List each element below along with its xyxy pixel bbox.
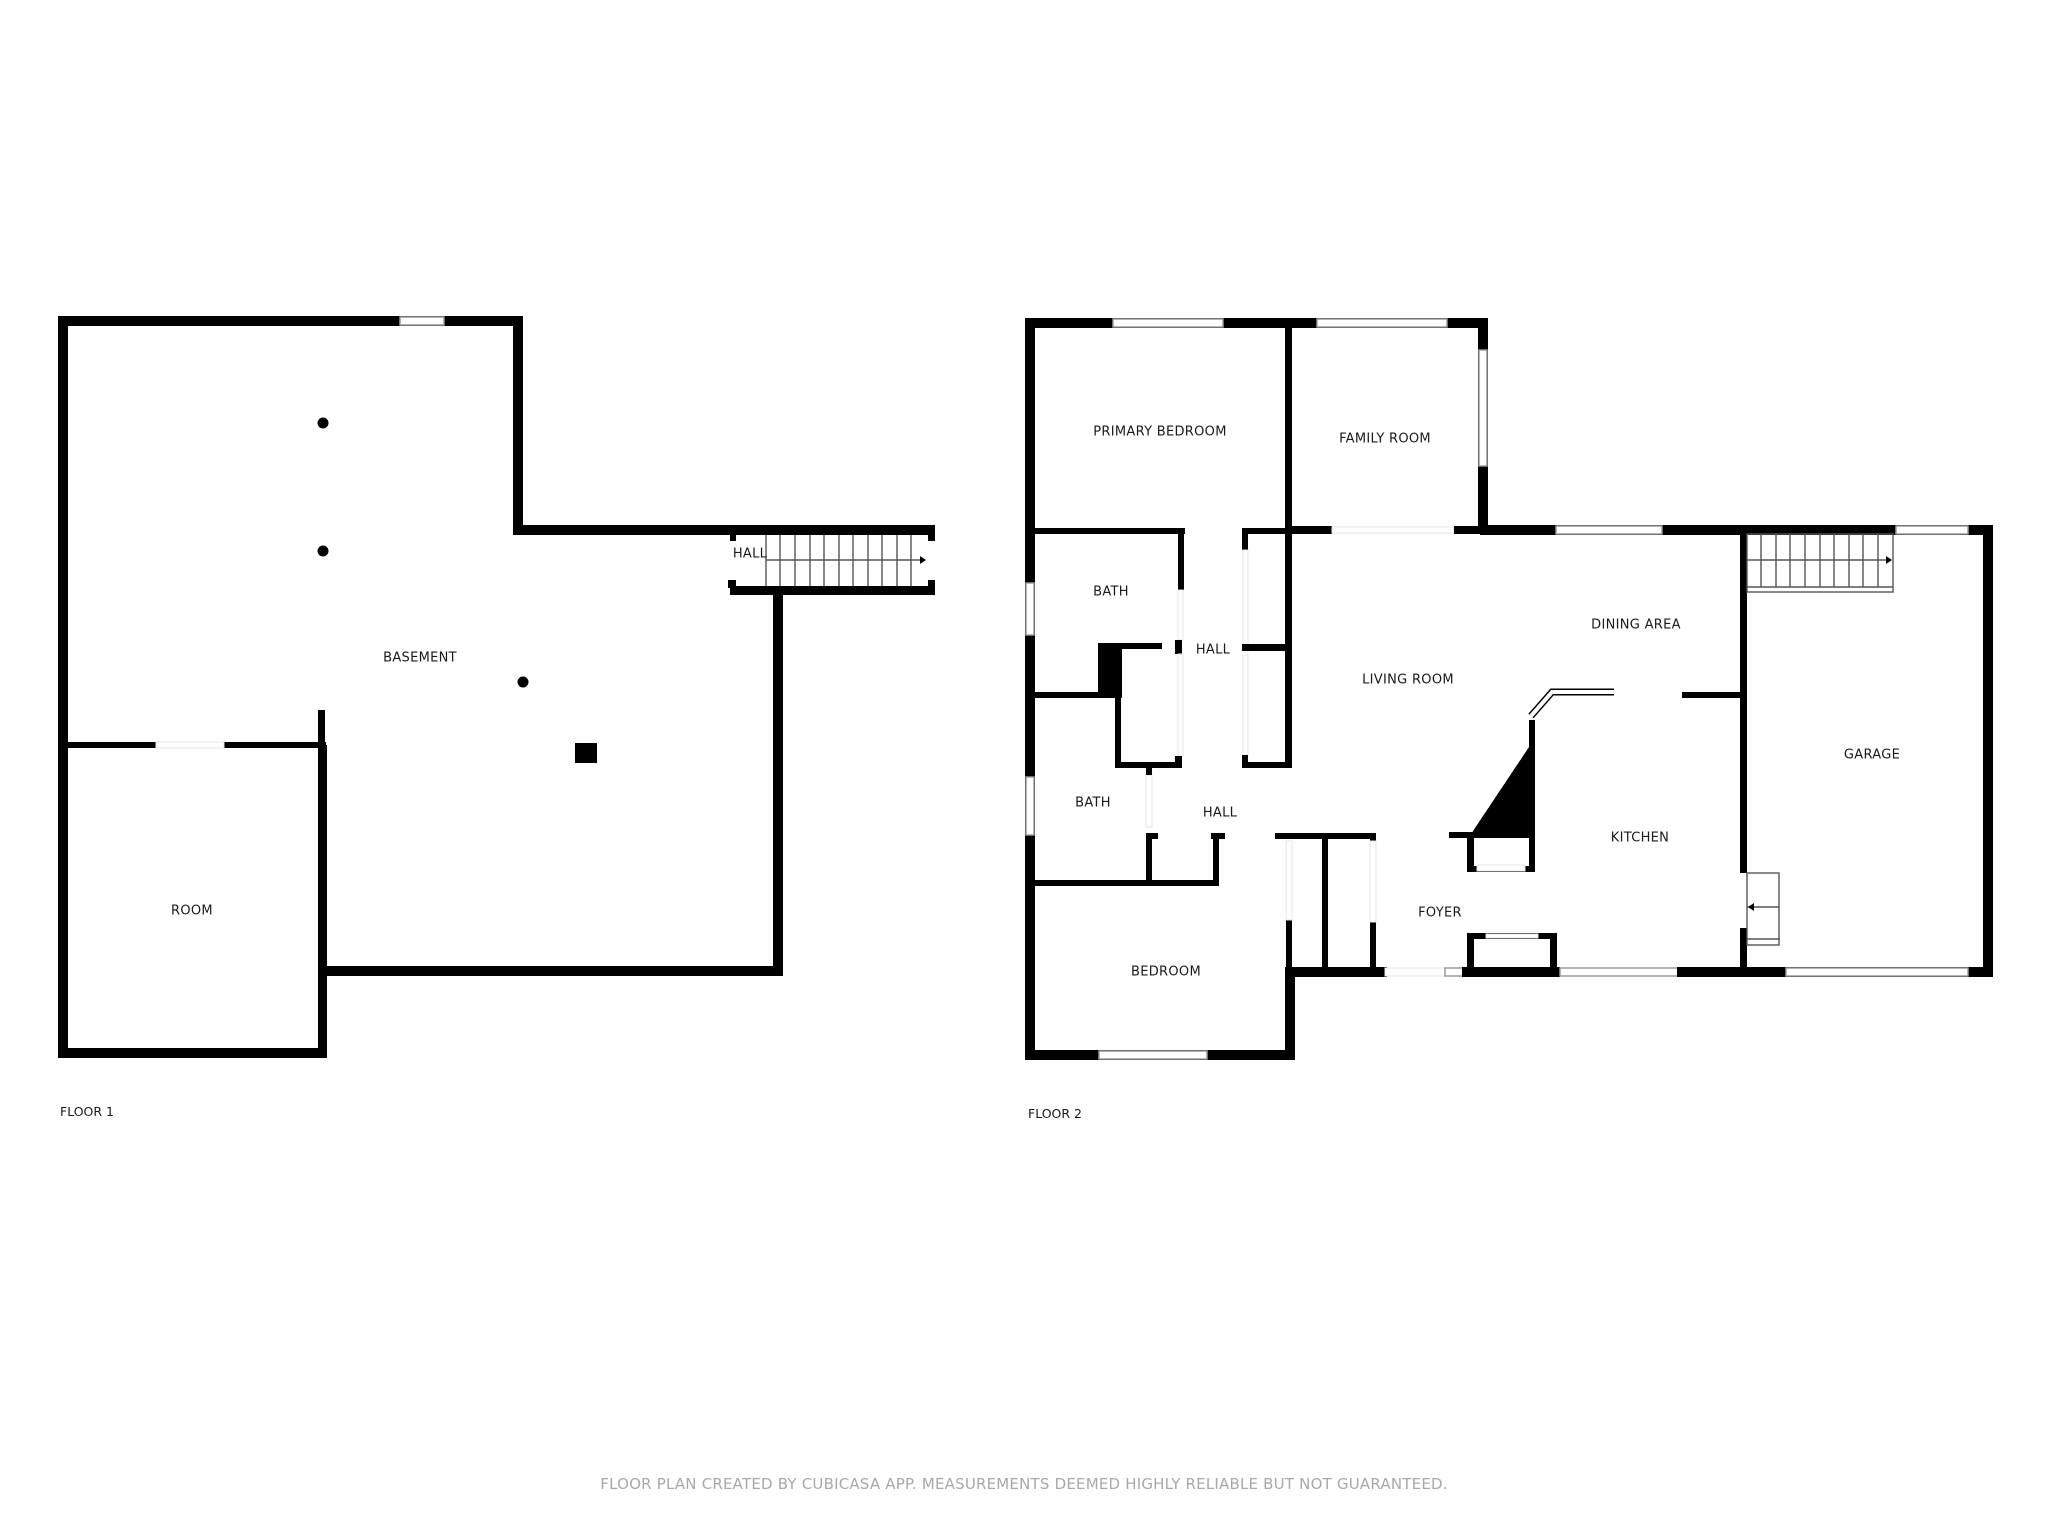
room-label-primary-bedroom: PRIMARY BEDROOM bbox=[1093, 424, 1227, 440]
room-label-foyer: FOYER bbox=[1418, 905, 1462, 921]
room-label-room: ROOM bbox=[171, 903, 213, 919]
stairs bbox=[1746, 533, 1894, 593]
column-icon bbox=[517, 676, 529, 688]
room-label-bedroom: BEDROOM bbox=[1131, 964, 1201, 980]
room-label-dining-area: DINING AREA bbox=[1591, 617, 1681, 633]
fireplace-icon bbox=[1469, 738, 1535, 837]
column-icon bbox=[317, 417, 329, 429]
room-label-hall-upper: HALL bbox=[1195, 642, 1231, 658]
window bbox=[399, 316, 445, 326]
stairs bbox=[765, 535, 922, 586]
floor-1-label: FLOOR 1 bbox=[60, 1104, 114, 1119]
room-label-garage: GARAGE bbox=[1843, 747, 1901, 763]
chimney-block-icon bbox=[575, 743, 597, 763]
floor-1-plan bbox=[58, 316, 935, 1058]
stairs-arrow-icon bbox=[1748, 903, 1754, 911]
disclaimer-footer: FLOOR PLAN CREATED BY CUBICASA APP. MEAS… bbox=[600, 1475, 1448, 1493]
room-label-bath-upper: BATH bbox=[1093, 584, 1129, 600]
stairs-arrow-icon bbox=[1886, 556, 1892, 564]
room-label-family-room: FAMILY ROOM bbox=[1339, 431, 1431, 447]
stairs-arrow-icon bbox=[920, 556, 926, 564]
column-icon bbox=[317, 545, 329, 557]
room-label-kitchen: KITCHEN bbox=[1610, 830, 1670, 846]
floor-2-plan bbox=[1025, 318, 1993, 1060]
room-label-basement: BASEMENT bbox=[383, 650, 457, 666]
floor-2-label: FLOOR 2 bbox=[1028, 1106, 1082, 1121]
room-label-bath-lower: BATH bbox=[1075, 795, 1111, 811]
room-label-hall-lower: HALL bbox=[1202, 805, 1238, 821]
room-label-hall: HALL bbox=[732, 546, 768, 562]
room-label-living-room: LIVING ROOM bbox=[1362, 672, 1454, 688]
